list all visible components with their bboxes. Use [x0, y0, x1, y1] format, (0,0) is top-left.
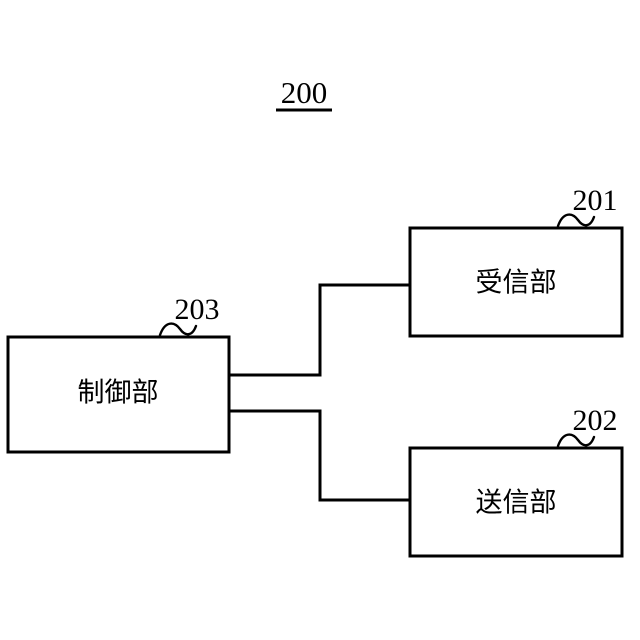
block-receiver-rect[interactable] — [408, 226, 624, 338]
ref-number-control: 203 — [175, 293, 220, 326]
connector-control-to-transmitter — [229, 409, 411, 502]
ref-number-receiver: 201 — [573, 184, 618, 217]
block-control[interactable]: 制御部 203 — [6, 293, 231, 454]
block-control-label: 制御部 — [78, 378, 159, 409]
block-control-rect[interactable] — [6, 335, 231, 454]
block-receiver[interactable]: 受信部 201 — [408, 184, 624, 338]
leader-line-transmitter — [556, 433, 596, 448]
block-receiver-label: 受信部 — [476, 268, 557, 299]
figure-title: 200 — [281, 75, 328, 110]
figure-title-group: 200 — [276, 75, 332, 112]
block-transmitter-label: 送信部 — [476, 488, 557, 519]
connector-control-to-receiver — [229, 283, 411, 377]
ref-number-transmitter: 202 — [573, 404, 618, 437]
leader-line-receiver — [556, 213, 596, 228]
block-transmitter[interactable]: 送信部 202 — [408, 404, 624, 558]
block-transmitter-rect[interactable] — [408, 446, 624, 558]
leader-line-control — [158, 322, 198, 337]
